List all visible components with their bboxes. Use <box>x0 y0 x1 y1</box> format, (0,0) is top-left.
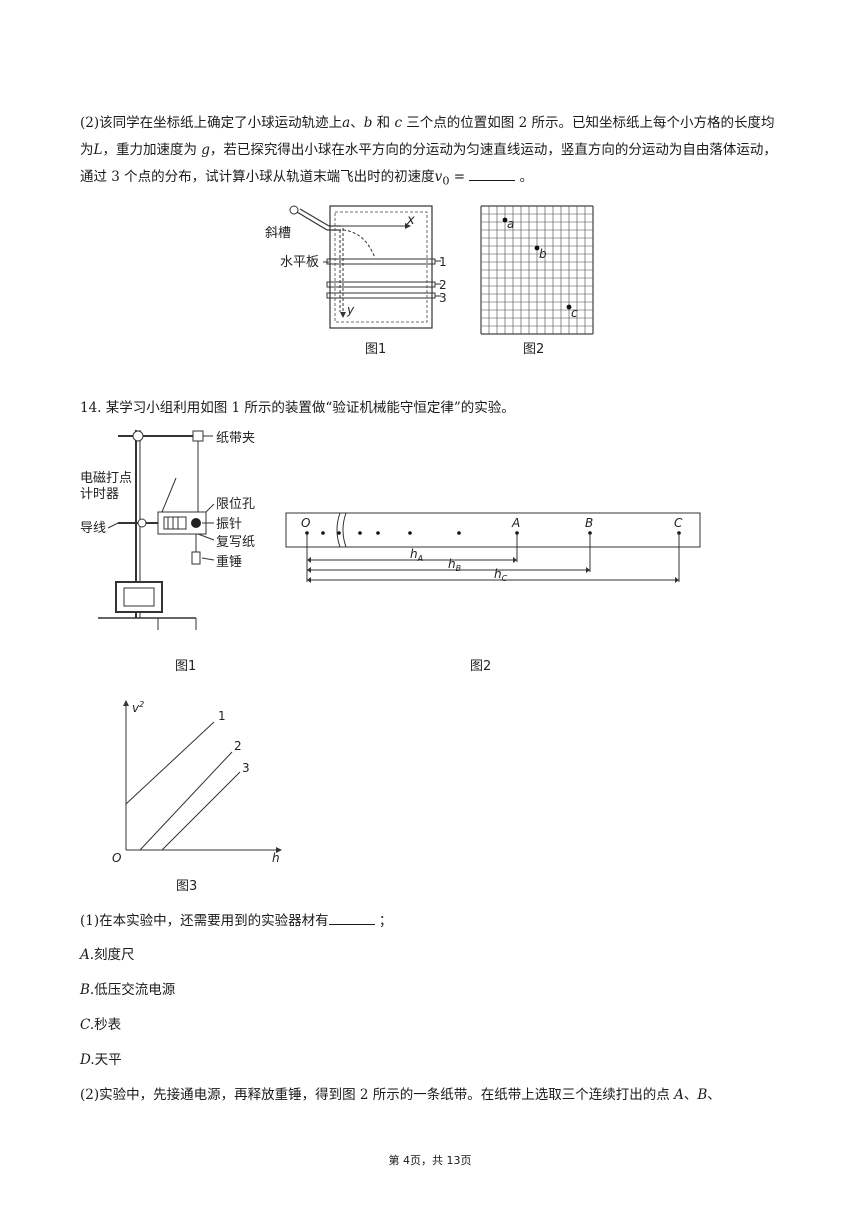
axis-y-label: y <box>346 303 355 317</box>
answer-blank[interactable] <box>328 910 375 925</box>
caption-fig1: 图1 <box>175 659 196 674</box>
grid-point-b: b <box>539 247 547 261</box>
point-a: a <box>342 115 351 131</box>
q14-part1-stem: (1)在本实验中，还需要用到的实验器材有 ； <box>80 910 392 931</box>
tape-point-A: A <box>511 516 520 530</box>
graph-x-label: h <box>272 851 280 865</box>
option-b[interactable]: B.低压交流电源 <box>80 982 176 998</box>
label-wire: 导线 <box>80 521 106 536</box>
q13-figures: 斜槽 水平板 x y 1 2 3 图1 a b c 图2 <box>265 205 594 357</box>
tape-point-O: O <box>301 516 310 530</box>
option-c[interactable]: C.秒表 <box>80 1017 122 1033</box>
axis-x-label: x <box>406 213 415 228</box>
line-2-label: 2 <box>234 739 242 753</box>
caption-fig3: 图3 <box>176 879 197 894</box>
line-1-label: 1 <box>218 709 226 723</box>
label-needle: 振针 <box>216 517 242 532</box>
option-d[interactable]: D.天平 <box>80 1052 122 1068</box>
label-carbon-paper: 复写纸 <box>216 535 255 550</box>
label-timer-2: 计时器 <box>80 487 119 502</box>
h-A-label: hA <box>410 547 423 563</box>
label-timer-1: 电磁打点 <box>80 471 132 486</box>
grid-point-c: c <box>571 306 578 320</box>
q14-fig3-graph: v2 h O 1 2 3 图3 <box>112 700 282 894</box>
caption-fig1: 图1 <box>365 342 386 357</box>
answer-blank[interactable] <box>469 166 516 181</box>
caption-fig2: 图2 <box>523 342 544 357</box>
point-b: b <box>363 115 373 131</box>
grid-point-a: a <box>507 217 514 231</box>
q14-part2-text: (2)实验中，先接通电源，再释放重锤，得到图 2 所示的一条纸带。在纸带上选取三… <box>80 1087 721 1103</box>
svg-text:1: 1 <box>439 255 447 269</box>
option-a[interactable]: A.刻度尺 <box>80 947 135 963</box>
q13-part2-text: (2)该同学在坐标纸上确定了小球运动轨迹上a、b 和 c 三个点的位置如图 2 … <box>80 115 777 188</box>
page-footer: 第 4页，共 13页 <box>388 1154 472 1167</box>
q14-intro: 14. 某学习小组利用如图 1 所示的装置做“验证机械能守恒定律”的实验。 <box>80 400 515 416</box>
graph-origin: O <box>112 851 121 865</box>
line-3-label: 3 <box>242 761 250 775</box>
label-chute: 斜槽 <box>265 226 291 241</box>
caption-fig2: 图2 <box>470 659 491 674</box>
label-weight: 重锤 <box>216 554 242 570</box>
label-board: 水平板 <box>280 255 319 270</box>
svg-text:2: 2 <box>439 278 447 292</box>
q14-figures: 纸带夹 电磁打点 计时器 限位孔 振针 导线 复写纸 重锤 图1 O A B C… <box>80 430 701 674</box>
point-c: c <box>394 115 402 131</box>
label-limit-hole: 限位孔 <box>216 497 255 512</box>
tape-point-B: B <box>585 516 593 530</box>
h-B-label: hB <box>448 557 461 573</box>
label-tape-clip: 纸带夹 <box>216 431 255 446</box>
graph-y-label: v2 <box>132 700 144 715</box>
grid-paper <box>480 205 594 335</box>
svg-text:3: 3 <box>439 291 447 305</box>
h-C-label: hC <box>494 567 508 583</box>
tape-point-C: C <box>674 516 683 530</box>
